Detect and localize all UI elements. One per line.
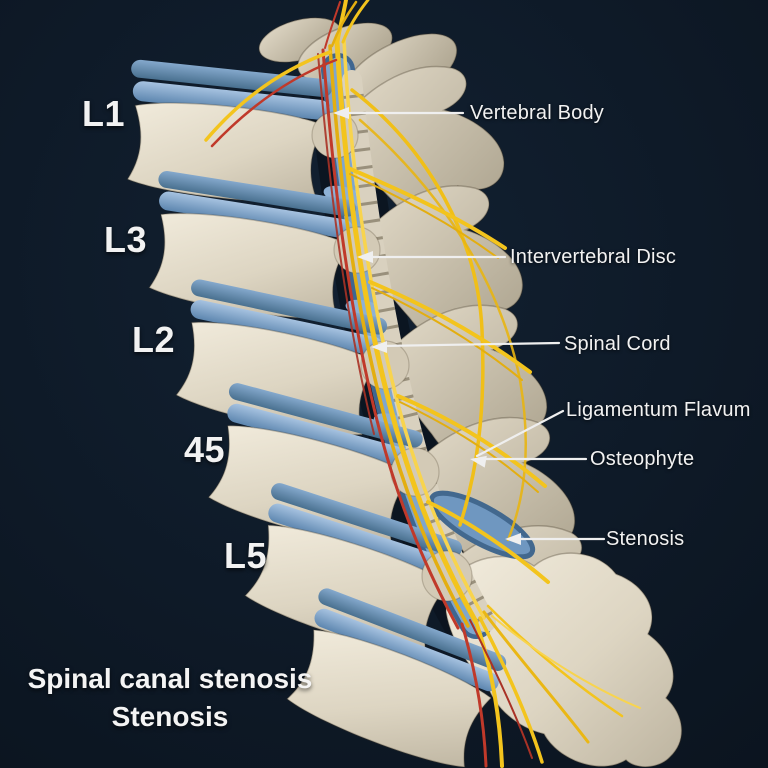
spinal-cord-leader-line	[377, 341, 561, 348]
annotation-intervertebral-disc: Intervertebral Disc	[510, 246, 677, 268]
caption-title: Spinal canal stenosis Stenosis	[16, 660, 324, 736]
spinal-cord-arrowhead	[371, 341, 387, 353]
vertebra-label-l1: L1	[82, 93, 126, 134]
sacrum	[445, 552, 683, 768]
vertebra-partial	[285, 588, 507, 768]
caption-title-line1: Spinal canal stenosis	[27, 663, 313, 694]
vertebra-label-l2: L2	[132, 319, 176, 360]
vertebra-l3	[175, 279, 388, 436]
leader-arrowheads	[333, 107, 521, 545]
nerve-roots	[204, 0, 641, 768]
vertebra-label-45: 45	[184, 429, 226, 470]
vertebral-body-arrowhead	[333, 107, 349, 119]
annotation-ligamentum-flavum: Ligamentum Flavum	[566, 399, 751, 421]
ligamentum-flavum-osteophyte-arrowhead	[470, 455, 487, 468]
vertebra-label-l3: L3	[104, 219, 148, 260]
stenosis-arrowhead	[505, 533, 521, 545]
vertebral-column	[126, 59, 507, 768]
annotation-osteophyte: Osteophyte	[590, 448, 695, 470]
caption-title-line2: Stenosis	[111, 701, 229, 733]
annotation-stenosis: Stenosis	[606, 528, 685, 550]
leader-lines	[338, 111, 606, 541]
ligamentum-flavum-leader-line	[475, 409, 565, 458]
annotation-spinal-cord: Spinal Cord	[564, 333, 671, 355]
vertebra-label-l5: L5	[224, 535, 268, 576]
annotation-vertebral-body: Vertebral Body	[470, 102, 604, 124]
intervertebral-disc-arrowhead	[357, 251, 373, 263]
